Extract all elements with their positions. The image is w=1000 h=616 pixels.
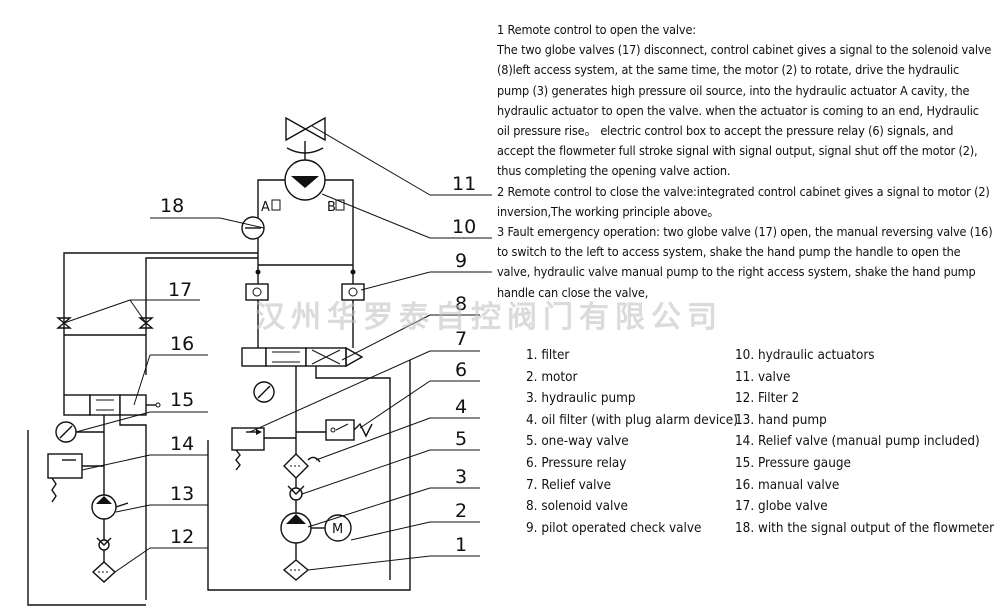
callout-6: 6 — [455, 359, 467, 381]
legend-item: 15. Pressure gauge — [735, 455, 851, 471]
operation-description: 1 Remote control to open the valve: The … — [497, 20, 993, 303]
legend-item: 1. filter — [526, 348, 570, 363]
callout-17: 17 — [168, 279, 192, 301]
legend-item: 9. pilot operated check valve — [526, 520, 702, 536]
pressure-relay — [325, 419, 373, 441]
legend-item: 11. valve — [735, 369, 791, 385]
pilot-check-valve-left — [245, 283, 269, 301]
oil-tank-main — [207, 360, 411, 591]
description-open-steps: The two globe valves (17) disconnect, co… — [497, 42, 992, 179]
hydraulic-actuator — [284, 159, 326, 201]
callout-3: 3 — [455, 466, 467, 488]
legend-item: 3. hydraulic pump — [526, 391, 636, 407]
flowmeter — [241, 216, 265, 240]
manual-valve — [63, 394, 161, 416]
oil-tank-manual — [27, 430, 146, 606]
pressure-gauge-main — [253, 381, 275, 403]
legend-item: 16. manual valve — [735, 477, 840, 493]
solenoid-valve — [241, 346, 364, 368]
callout-2: 2 — [455, 500, 467, 522]
relief-valve-manual — [47, 453, 83, 503]
legend-item: 17. globe valve — [735, 499, 828, 515]
legend-item: 10. hydraulic actuators — [735, 348, 875, 363]
callout-9: 9 — [455, 250, 467, 272]
legend-item: 7. Relief valve — [526, 477, 612, 493]
callout-12: 12 — [170, 526, 194, 548]
legend-left: 1. filter 2. motor 3. hydraulic pump 4. … — [526, 345, 738, 539]
callout-5: 5 — [455, 428, 467, 450]
callout-11: 11 — [452, 173, 476, 195]
legend-item: 8. solenoid valve — [526, 499, 628, 515]
hand-pump — [91, 494, 129, 520]
pressure-gauge-manual — [55, 421, 77, 443]
relief-valve-main — [231, 427, 265, 471]
legend-item: 18. with the signal output of the flowme… — [735, 520, 995, 536]
one-way-valve — [287, 485, 305, 501]
callout-10: 10 — [452, 216, 476, 238]
callout-1: 1 — [455, 534, 467, 556]
description-emergency: 3 Fault emergency operation: two globe v… — [497, 224, 993, 300]
hydraulic-schematic: A B — [27, 116, 492, 606]
legend-item: 5. one-way valve — [526, 434, 629, 450]
callout-7: 7 — [455, 328, 467, 350]
legend-item: 13. hand pump — [735, 412, 827, 428]
hydraulic-pump — [280, 512, 312, 544]
callout-15: 15 — [170, 389, 194, 411]
callout-13: 13 — [170, 483, 194, 505]
globe-valve-left — [56, 317, 72, 329]
hand-pump-check-valve — [96, 537, 112, 551]
valve-symbol — [285, 116, 326, 142]
port-a-label: A — [261, 200, 270, 215]
legend-item: 6. Pressure relay — [526, 455, 627, 471]
motor-symbol: M — [332, 522, 343, 537]
pilot-check-valve-right — [341, 283, 365, 301]
callout-14: 14 — [170, 433, 194, 455]
legend-item: 4. oil filter (with plug alarm device) — [526, 412, 738, 428]
globe-valve-right — [138, 317, 154, 329]
callout-16: 16 — [170, 333, 194, 355]
filter-manual — [91, 561, 117, 583]
description-close: 2 Remote control to close the valve:inte… — [497, 183, 990, 219]
callout-18: 18 — [160, 195, 184, 217]
filter-main — [282, 559, 310, 581]
leader-lines — [63, 125, 492, 573]
electric-motor: M — [324, 514, 352, 542]
legend-item: 2. motor — [526, 369, 578, 385]
oil-filter-main — [283, 453, 321, 479]
legend-right: 10. hydraulic actuators 11. valve 12. Fi… — [735, 345, 995, 539]
callout-4: 4 — [455, 396, 467, 418]
port-b-label: B — [327, 200, 336, 215]
callout-8: 8 — [455, 293, 467, 315]
legend-item: 14. Relief valve (manual pump included) — [735, 434, 980, 450]
legend-item: 12. Filter 2 — [735, 391, 800, 407]
description-heading-open: 1 Remote control to open the valve: — [497, 22, 696, 37]
